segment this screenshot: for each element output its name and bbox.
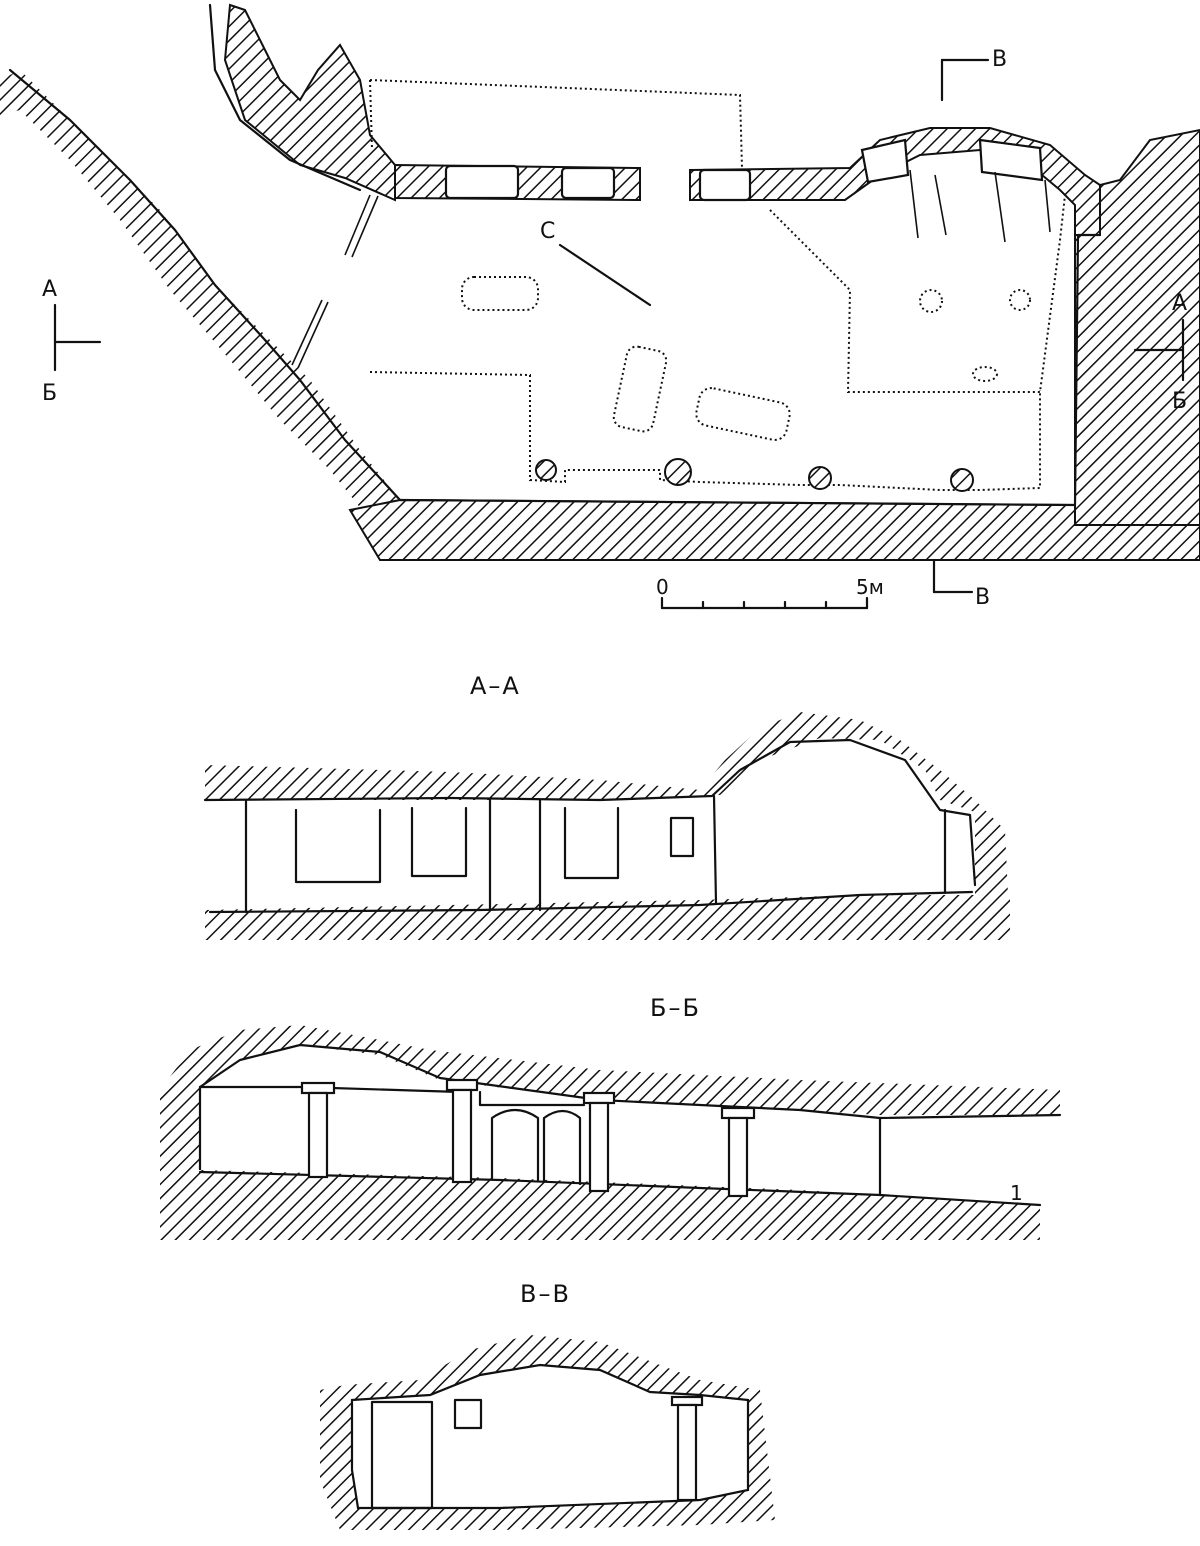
section-bb-rock-bottom	[160, 1170, 1040, 1240]
section-aa-title: А–А	[470, 672, 521, 700]
bb-door-1	[490, 1108, 540, 1182]
bb-iconostasis-top	[478, 1090, 586, 1107]
south-wall-line	[398, 233, 1102, 507]
section-vv	[320, 1335, 775, 1530]
sanctuary-pit-1	[919, 289, 943, 313]
a-mark-left: А	[42, 277, 57, 302]
scale-max: 5м	[856, 575, 884, 599]
sanctuary-pit-3	[972, 366, 998, 382]
sanctuary-mark-2	[934, 174, 947, 236]
vv-column-capital	[670, 1395, 704, 1407]
tomb-1	[461, 276, 539, 311]
vv-door	[370, 1400, 434, 1510]
aa-window	[669, 816, 695, 858]
section-aa-rock-top	[205, 712, 1008, 895]
scale-bar: 0 5м	[656, 575, 884, 610]
left-slope-rock	[0, 70, 400, 520]
sanctuary-outline	[769, 194, 1066, 393]
bench-1	[344, 194, 371, 256]
section-aa-floor	[208, 890, 974, 914]
aa-opening-2	[410, 806, 468, 878]
column-2	[664, 458, 692, 486]
window-2	[560, 166, 616, 200]
section-bb-ceiling	[198, 1043, 1062, 1172]
section-mark-left: А Б	[42, 277, 102, 406]
sanctuary-mark-3	[994, 171, 1006, 243]
left-slope-edge	[8, 68, 402, 502]
porch-edge	[369, 79, 373, 151]
section-mark-v-bottom: В	[932, 558, 990, 610]
vv-window	[453, 1398, 483, 1430]
bb-column-1	[300, 1081, 336, 1179]
window-3	[698, 168, 752, 202]
sanctuary-pit-2	[1009, 289, 1031, 311]
v-mark-top: В	[992, 47, 1007, 72]
top-left-edge	[208, 3, 362, 192]
sanctuary-mark-4	[1044, 179, 1051, 233]
bb-vault-line	[198, 1085, 462, 1094]
a-mark-right: А	[1172, 291, 1187, 316]
c-mark: С	[540, 219, 555, 244]
top-left-rock	[223, 3, 396, 202]
section-bb: 1	[160, 1025, 1062, 1240]
south-wall	[348, 498, 1200, 561]
bb-mark: 1	[1010, 1181, 1023, 1205]
v-mark-bottom: В	[975, 585, 990, 610]
section-mark-v-top: В	[940, 47, 1007, 102]
bb-column-4	[720, 1106, 756, 1198]
c-direction-line	[558, 243, 652, 307]
aa-wall-4	[712, 794, 718, 905]
nave-south-boundary	[369, 371, 1041, 491]
section-bb-floor	[198, 1170, 1042, 1207]
section-vv-title: В–В	[520, 1280, 571, 1308]
section-bb-title: Б–Б	[650, 994, 701, 1022]
section-aa-ceiling	[203, 738, 977, 887]
bb-column-2	[445, 1078, 479, 1184]
section-bb-rock-top	[160, 1025, 1060, 1180]
tomb-3	[695, 387, 791, 441]
sanctuary-mark-1	[909, 169, 919, 239]
plan-view: С А Б А Б В В	[0, 3, 1200, 610]
section-aa	[203, 712, 1010, 940]
section-aa-rock-bottom	[205, 895, 1010, 940]
porch-outline	[369, 79, 743, 169]
vv-column	[676, 1403, 698, 1502]
section-mark-right: А Б	[1133, 291, 1187, 414]
aa-opening-1	[294, 808, 382, 884]
column-1	[535, 459, 557, 481]
bb-door-2	[542, 1109, 582, 1186]
column-3	[808, 466, 832, 490]
window-4	[860, 138, 910, 184]
b-mark-right: Б	[1172, 389, 1187, 414]
b-mark-left: Б	[42, 381, 57, 406]
bench-2b	[297, 301, 329, 369]
aa-opening-3	[563, 806, 620, 880]
window-1	[444, 164, 520, 200]
scale-zero: 0	[656, 575, 669, 599]
bench-1b	[351, 195, 379, 258]
bb-column-3	[582, 1091, 616, 1193]
bench-2	[291, 299, 323, 366]
tomb-2	[612, 345, 668, 433]
window-5	[978, 138, 1044, 182]
column-4	[950, 468, 974, 492]
